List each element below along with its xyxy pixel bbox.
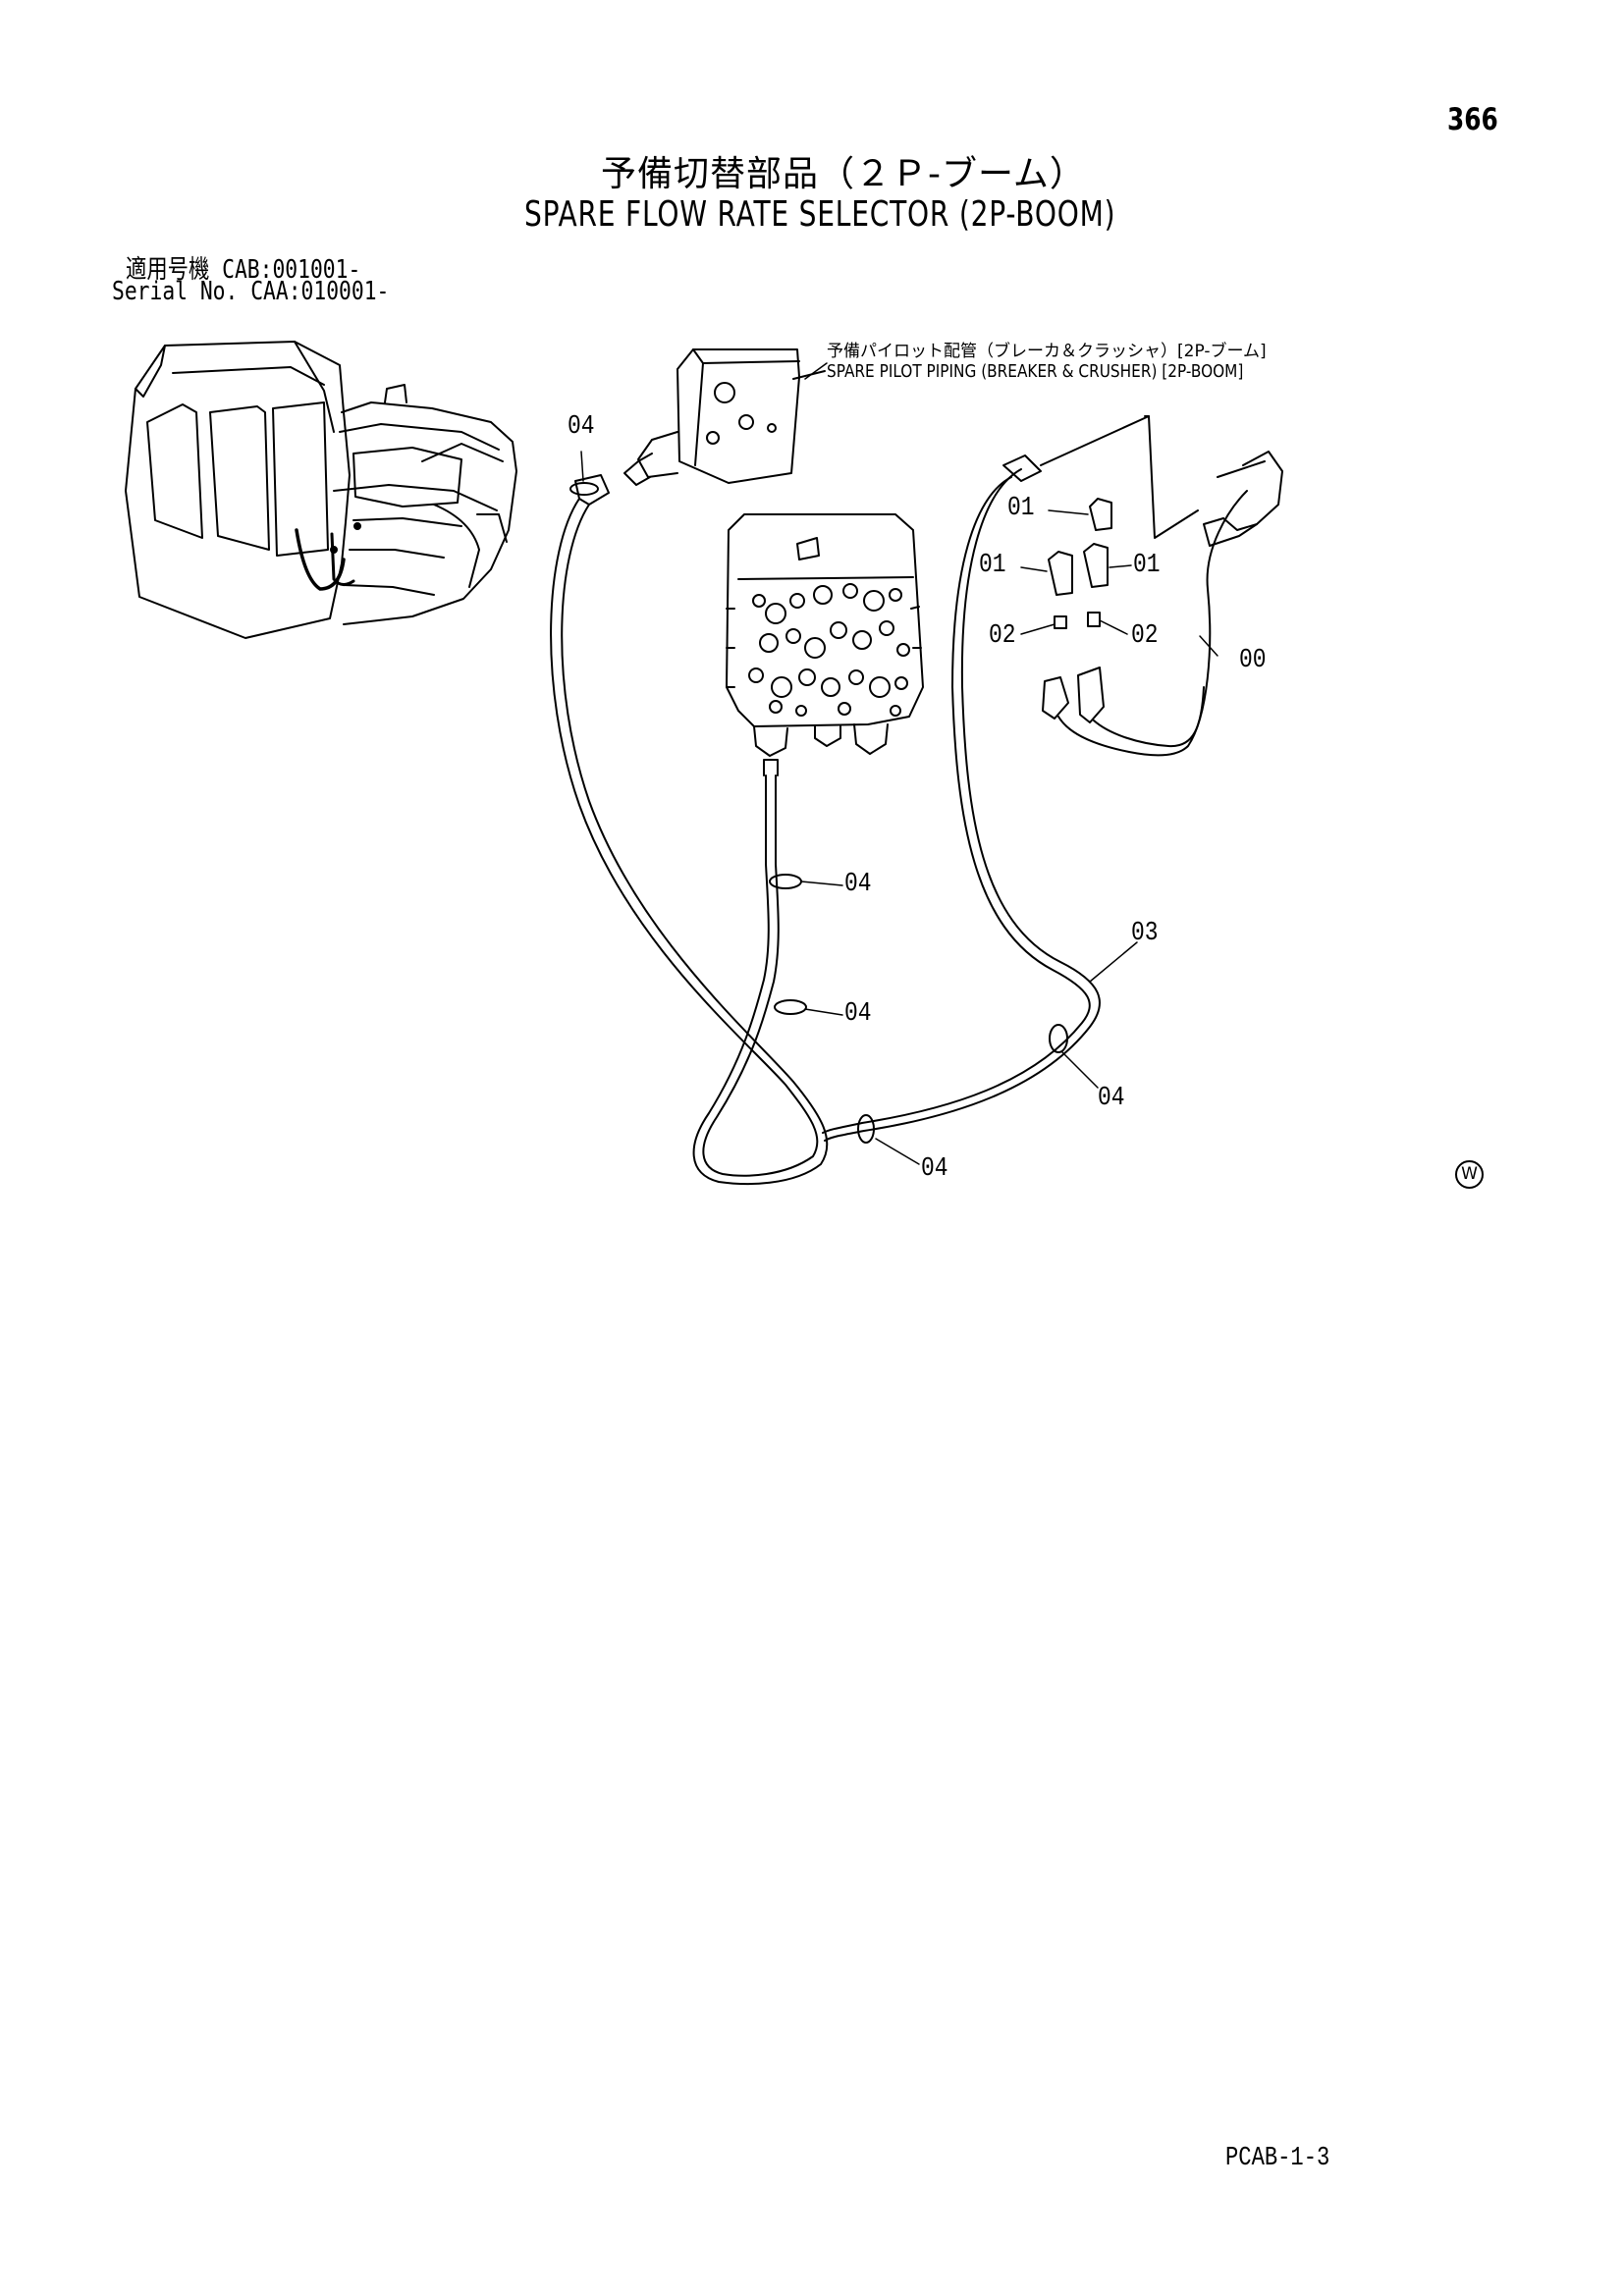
- callout-04-mid: 04: [844, 870, 872, 899]
- harness-lead: [1040, 415, 1150, 466]
- circled-w-mark: W: [1455, 1160, 1484, 1189]
- page-title-english: SPARE FLOW RATE SELECTOR (2P-BOOM): [524, 194, 1116, 235]
- footer-page-code: PCAB-1-3: [1225, 2144, 1330, 2173]
- serial-range-english: Serial No. CAA:010001-: [112, 277, 390, 306]
- control-valve-block: [726, 513, 924, 757]
- callout-02-left: 02: [989, 621, 1016, 651]
- selector-valve: [623, 348, 826, 486]
- page-number: 366: [1447, 102, 1498, 137]
- callout-01-top: 01: [1007, 494, 1035, 523]
- hose-connector-top: [1002, 454, 1042, 482]
- callout-00: 00: [1239, 646, 1267, 675]
- reference-note-english: SPARE PILOT PIPING (BREAKER & CRUSHER) […: [827, 361, 1244, 382]
- callout-02-right: 02: [1131, 621, 1159, 651]
- serial-range-japanese: 適用号機 CAB:001001-: [126, 255, 361, 285]
- callout-04-top: 04: [568, 412, 595, 442]
- pilot-hose-left: [550, 498, 829, 1186]
- excavator-cab-illustration: [125, 341, 517, 639]
- callout-01-left: 01: [979, 551, 1006, 580]
- reference-note-japanese: 予備パイロット配管（ブレーカ＆クラッシャ）[2P-ブーム]: [827, 342, 1267, 361]
- hose-clamps: [569, 482, 1068, 1144]
- leader-lines: [580, 362, 1218, 1165]
- callout-04-right: 04: [1098, 1084, 1125, 1113]
- callout-01-right: 01: [1133, 551, 1161, 580]
- callout-04-bottom: 04: [921, 1154, 948, 1184]
- callout-03: 03: [1131, 919, 1159, 948]
- solenoid-harness: [1042, 415, 1283, 757]
- callout-04-lower: 04: [844, 999, 872, 1029]
- connector-stub: [763, 759, 779, 776]
- hose-fitting: [574, 474, 610, 506]
- pilot-hose-right: [822, 468, 1101, 1142]
- page-title-japanese: 予備切替部品（２Ｐ-ブーム）: [601, 154, 1086, 194]
